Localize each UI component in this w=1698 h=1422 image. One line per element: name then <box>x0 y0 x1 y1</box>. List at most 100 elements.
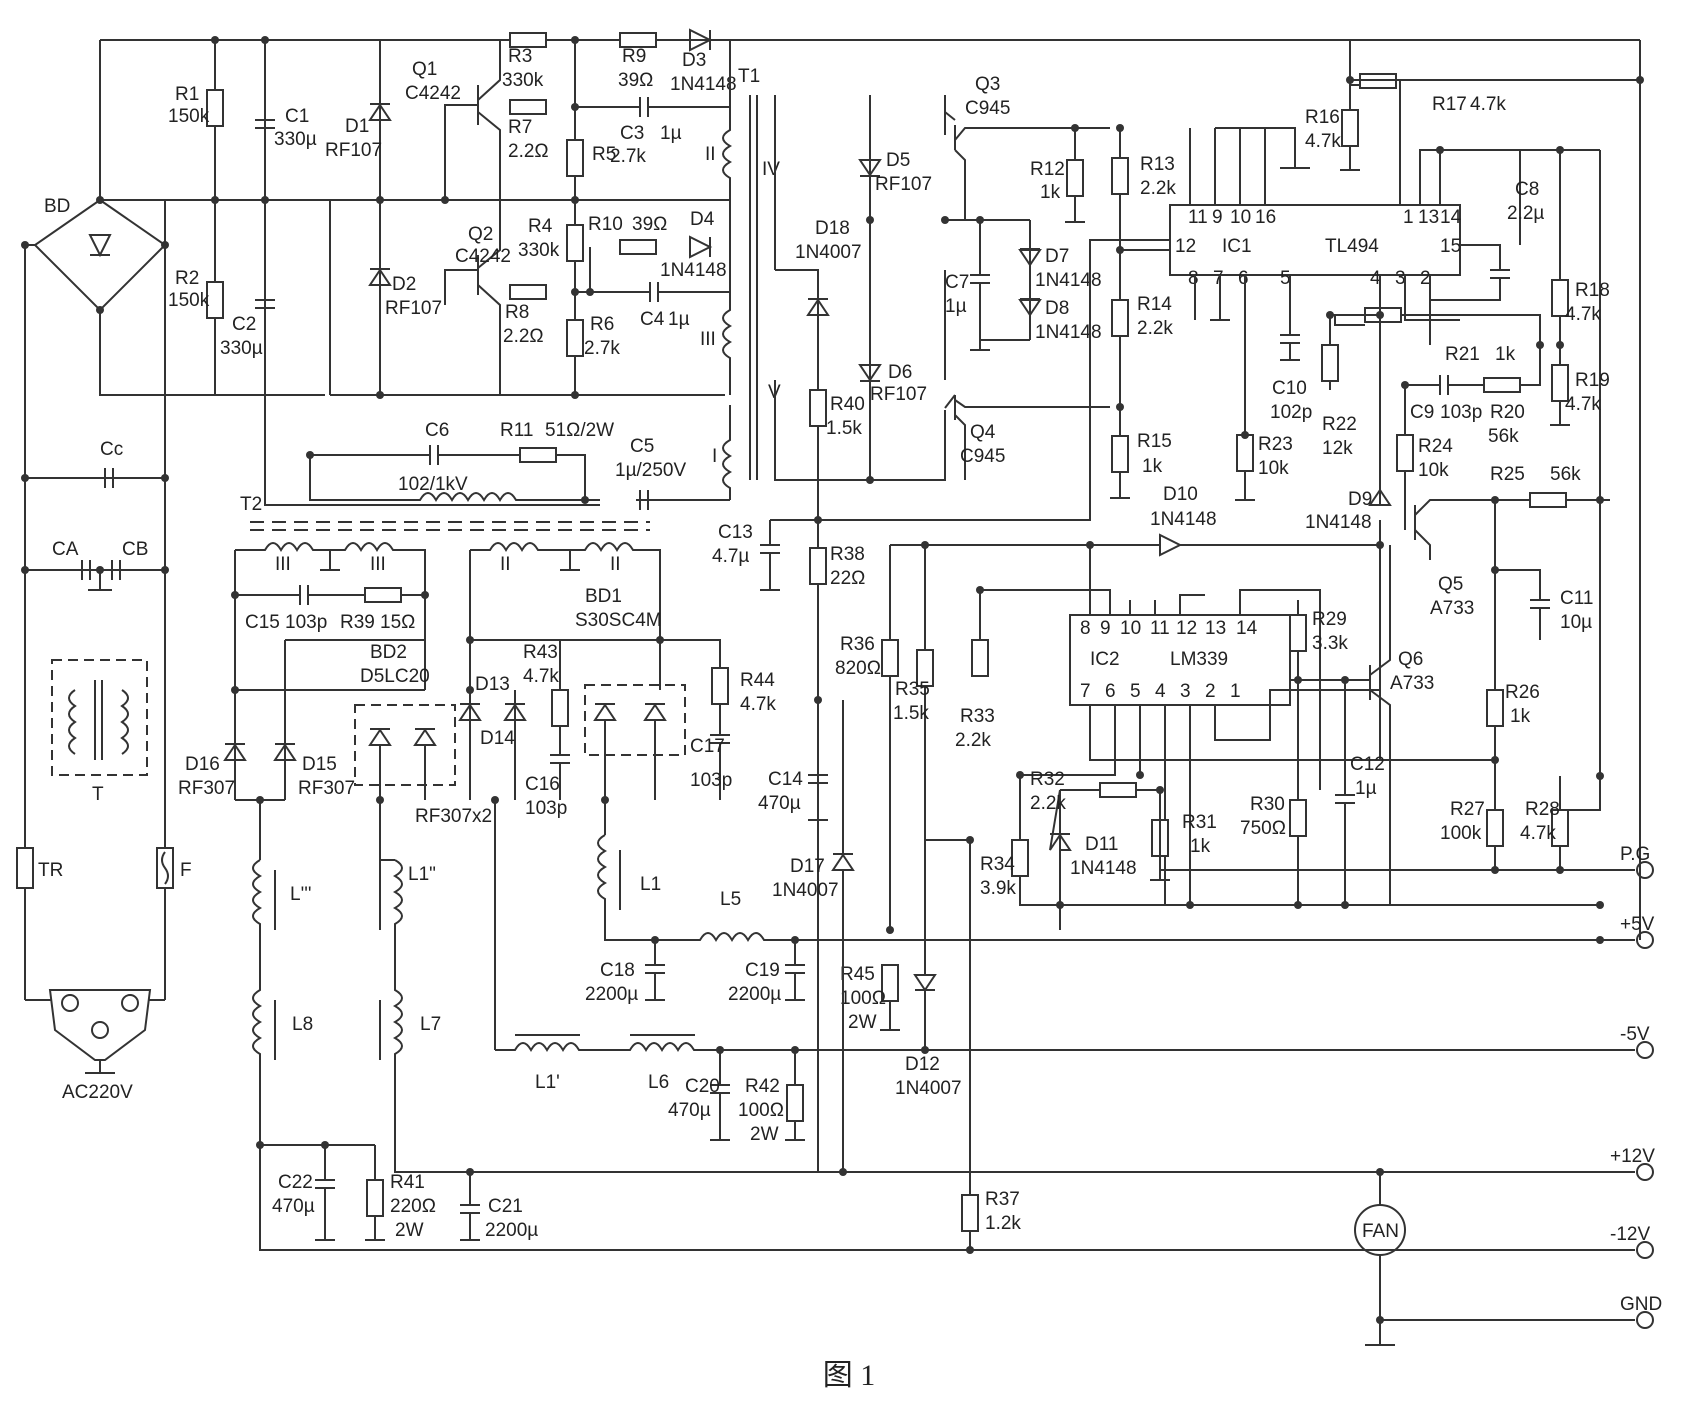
value-bd2: D5LC20 <box>360 666 430 687</box>
label-c20: C20 <box>685 1076 720 1097</box>
value-r38: 22Ω <box>830 568 865 589</box>
value-r32: 2.2k <box>1030 793 1066 814</box>
label-r33: R33 <box>960 706 995 727</box>
bd2-dual-diode <box>354 704 456 786</box>
secondary-section: T2 III III II II C15 103p R39 15Ω BD2 D5… <box>178 494 1635 1251</box>
junction-dots <box>21 36 1644 1324</box>
label-r38: R38 <box>830 544 865 565</box>
ic2-pin-12: 12 <box>1176 618 1197 639</box>
value-c6: 102/1kV <box>398 474 468 495</box>
label-l8: L8 <box>292 1014 313 1035</box>
value-d17: 1N4007 <box>772 880 839 901</box>
label-r32: R32 <box>1030 769 1065 790</box>
ic1-pin-3: 3 <box>1395 268 1406 289</box>
label-r22: R22 <box>1322 414 1357 435</box>
value-r27: 100k <box>1440 823 1482 844</box>
ic2-pin-14: 14 <box>1236 618 1258 639</box>
value-d4: 1N4148 <box>660 260 727 281</box>
value-d15: RF307 <box>298 778 355 799</box>
value-c16: 103p <box>525 798 567 819</box>
value-r16: 4.7k <box>1305 131 1341 152</box>
r37 <box>961 1194 979 1232</box>
label-q6: Q6 <box>1398 649 1423 670</box>
label-d15: D15 <box>302 754 337 775</box>
r18 <box>1551 279 1569 317</box>
value-r6: 2.7k <box>584 338 620 359</box>
r43 <box>551 689 569 727</box>
value-r24: 10k <box>1418 460 1449 481</box>
r42 <box>786 1084 804 1122</box>
r26 <box>1486 689 1504 727</box>
r44 <box>711 667 729 705</box>
label-l-triple-prime: L''' <box>290 884 311 905</box>
r19 <box>1551 364 1569 402</box>
ic2-pin-4: 4 <box>1155 681 1166 702</box>
thermistor-tr <box>16 847 34 889</box>
r23 <box>1236 434 1254 472</box>
label-d5: D5 <box>886 150 910 171</box>
label-d17: D17 <box>790 856 825 877</box>
r7 <box>509 99 547 115</box>
label-bd1: BD1 <box>585 586 622 607</box>
r11 <box>519 447 557 463</box>
ic1-pin-4: 4 <box>1370 268 1381 289</box>
label-r37: R37 <box>985 1189 1020 1210</box>
value-q6: A733 <box>1390 673 1434 694</box>
label-r35: R35 <box>895 679 930 700</box>
label-r4: R4 <box>528 216 553 237</box>
value-q2: C4242 <box>455 246 511 267</box>
value-q3: C945 <box>965 98 1010 119</box>
ic1-pin-6: 6 <box>1238 268 1249 289</box>
label-q5: Q5 <box>1438 574 1463 595</box>
label-r45: R45 <box>840 964 875 985</box>
bd1-dual-diode <box>584 684 686 756</box>
label-c13: C13 <box>718 522 753 543</box>
value-q1: C4242 <box>405 83 461 104</box>
label-c2: C2 <box>232 314 256 335</box>
label-d9: D9 <box>1348 489 1372 510</box>
t2-winding-iii-right: III <box>370 554 386 575</box>
label-r28: R28 <box>1525 799 1560 820</box>
value-r1: 150k <box>168 106 210 127</box>
winding-i: I <box>712 446 717 467</box>
ic1-pin-15: 15 <box>1440 236 1461 257</box>
value-d11: 1N4148 <box>1070 858 1137 879</box>
ic1-pin-16: 16 <box>1255 207 1276 228</box>
label-l5: L5 <box>720 889 741 910</box>
t2-winding-iii-left: III <box>275 554 291 575</box>
value-r9: 39Ω <box>618 70 653 91</box>
value-r10: 39Ω <box>632 214 667 235</box>
ic1-pin-8: 8 <box>1188 268 1199 289</box>
ic1-pin-13: 13 <box>1418 207 1439 228</box>
label-d18: D18 <box>815 218 850 239</box>
output-plus12v: +12V <box>1610 1146 1655 1167</box>
label-r31: R31 <box>1182 812 1217 833</box>
ic2-pin-5: 5 <box>1130 681 1141 702</box>
label-d11: D11 <box>1085 834 1118 855</box>
half-bridge-section: R1 150k R2 150k C1 330µ C2 330µ D1 RF107… <box>100 28 781 510</box>
label-d7: D7 <box>1045 246 1069 267</box>
label-r41: R41 <box>390 1172 425 1193</box>
label-r40: R40 <box>830 394 865 415</box>
value-d10: 1N4148 <box>1150 509 1217 530</box>
label-d10: D10 <box>1163 484 1198 505</box>
label-tr: TR <box>38 860 63 881</box>
label-d12: D12 <box>905 1054 940 1075</box>
value-r23: 10k <box>1258 458 1289 479</box>
value-r18: 4.7k <box>1565 304 1601 325</box>
value-c13: 4.7µ <box>712 546 749 567</box>
common-mode-choke-t <box>51 659 148 776</box>
label-r13: R13 <box>1140 154 1175 175</box>
value-r30: 750Ω <box>1240 818 1286 839</box>
label-l6: L6 <box>648 1072 669 1093</box>
value-d8: 1N4148 <box>1035 322 1102 343</box>
ac-input-section: BD Cc CA CB T TR F AC220V <box>16 39 1640 1103</box>
label-c18: C18 <box>600 960 635 981</box>
value-rf307x2: RF307x2 <box>415 806 492 827</box>
value-r20: 56k <box>1488 426 1519 447</box>
ic1-pin-5: 5 <box>1280 268 1291 289</box>
label-r3: R3 <box>508 46 532 67</box>
winding-ii: II <box>705 144 716 165</box>
value-c9: 103p <box>1440 402 1482 423</box>
